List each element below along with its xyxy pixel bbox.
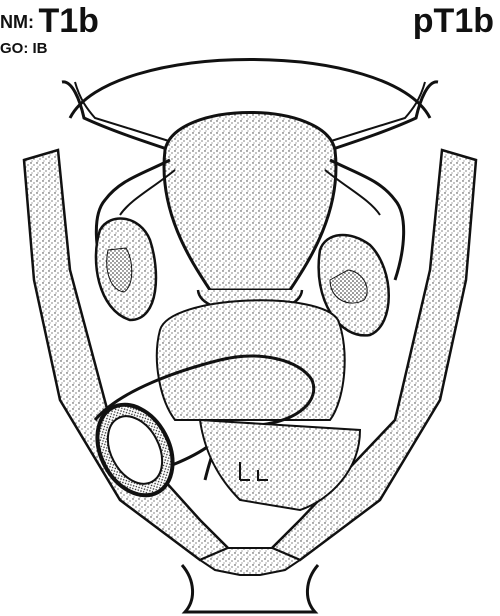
rectouterine-pouch — [157, 300, 345, 420]
pelvis-outline — [70, 60, 430, 119]
uterus — [164, 113, 336, 291]
